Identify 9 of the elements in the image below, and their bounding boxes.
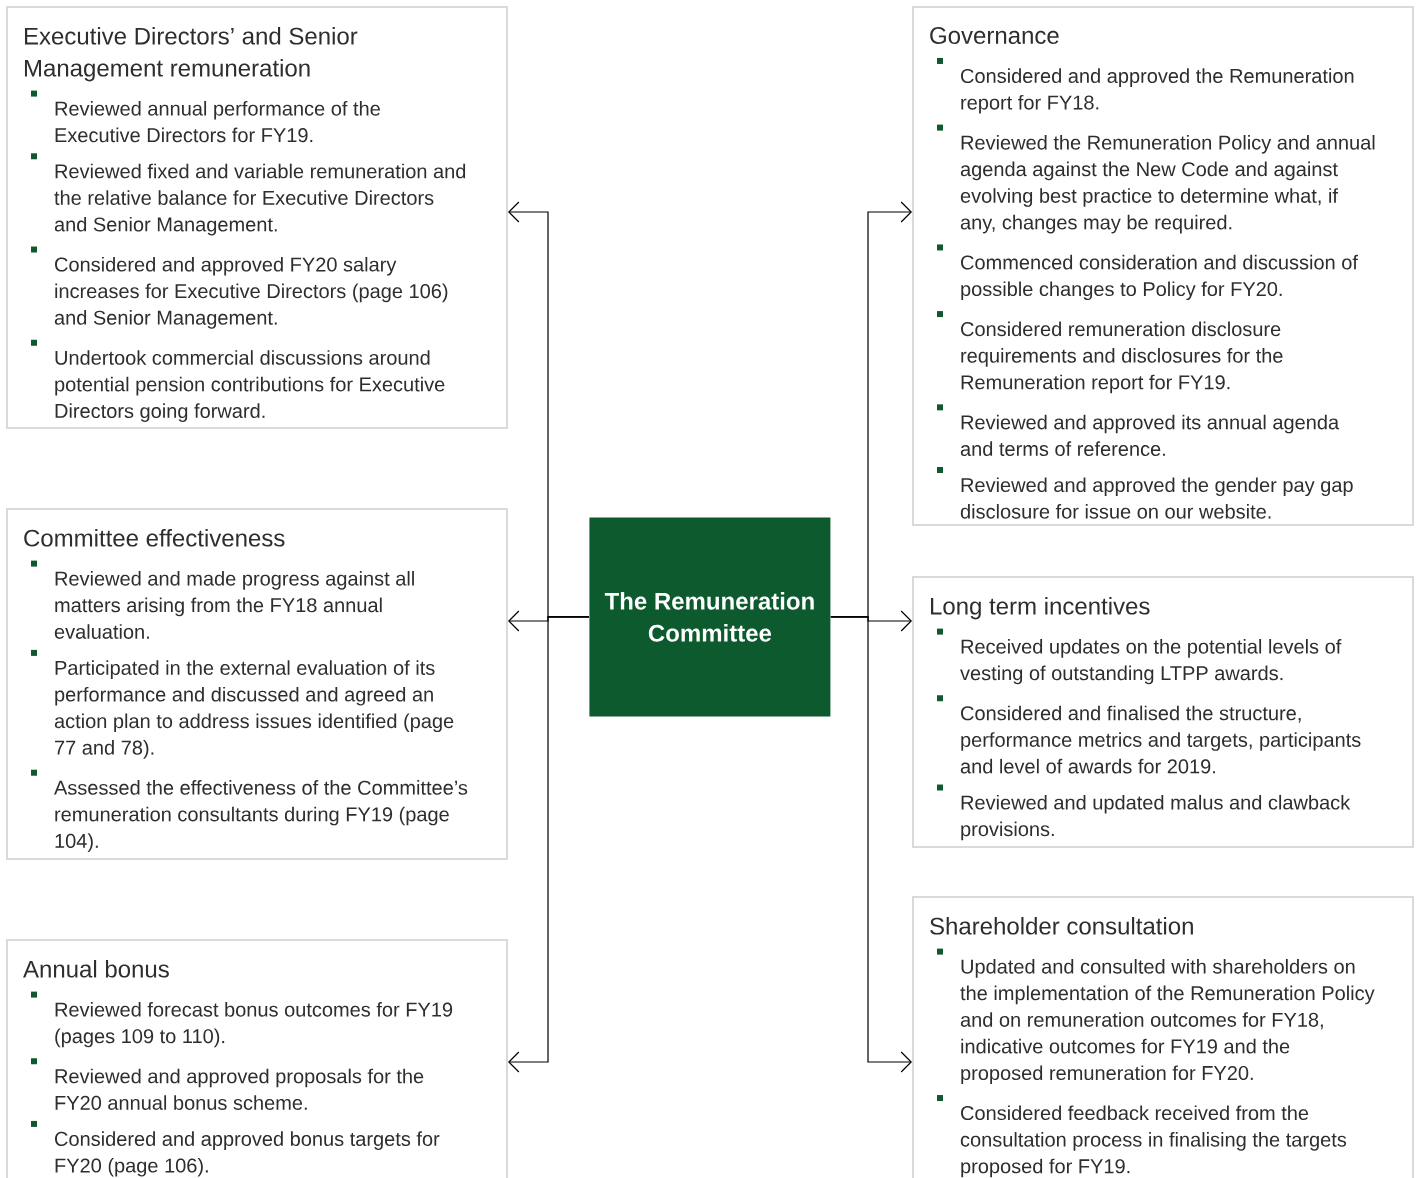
- info-box: Committee effectiveness Reviewed and made progress against all matters arising from the FY18 annual evaluation. Participated in the external evaluation of its performance and discussed and agreed an action plan to address issues identified (page 77 and 78). Assessed the effectiveness of the Committee’s remuneration consultants during FY19 (page 104).: [6, 508, 508, 860]
- connector-arrow: [508, 616, 590, 1073]
- info-box: Annual bonus Reviewed forecast bonus outcomes for FY19 (pages 109 to 110). Reviewed and approved proposals for the FY20 annual bonus scheme. Considered and approved bonus targets for FY20 (page 106).: [6, 939, 508, 1178]
- info-box: Shareholder consultation Updated and consulted with shareholders on the implementation of the Remuneration Policy and on remuneration outcomes for FY18, indicative outcomes for FY19 and the proposed remuneration for FY20. Considered feedback received from the consultation process in finalising the targets proposed for FY19.: [912, 896, 1415, 1178]
- info-box: Governance Considered and approved the Remuneration report for FY18. Reviewed the Remuneration Policy and annual agenda against the New Code and against evolving best practice to determine what, if any, changes may be required. Commenced consideration and discussion of possible changes to Policy for FY20. Considered remuneration disclosure requirements and disclosures for the Remuneration report for FY19. Reviewed and approved its annual agenda and terms of reference. Reviewed and approved the gender pay gap disclosure for issue on our website.: [912, 6, 1415, 526]
- info-box: Executive Directors’ and Senior Management remuneration Reviewed annual performance of the Executive Directors for FY19. Reviewed fixed and variable remuneration and the relative balance for Executive Directors and Senior Management. Considered and approved FY20 salary increases for Executive Directors (page 106) and Senior Management. Undertook commercial discussions around potential pension contributions for Executive Directors going forward.: [6, 6, 508, 429]
- info-box: Long term incentives Received updates on the potential levels of vesting of outstanding LTPP awards. Considered and finalised the structure, performance metrics and targets, participants and level of awards for 2019. Reviewed and updated malus and clawback provisions.: [912, 576, 1415, 848]
- connector-arrow: [830, 616, 912, 1073]
- committee-box: The Remuneration Committee: [589, 517, 831, 717]
